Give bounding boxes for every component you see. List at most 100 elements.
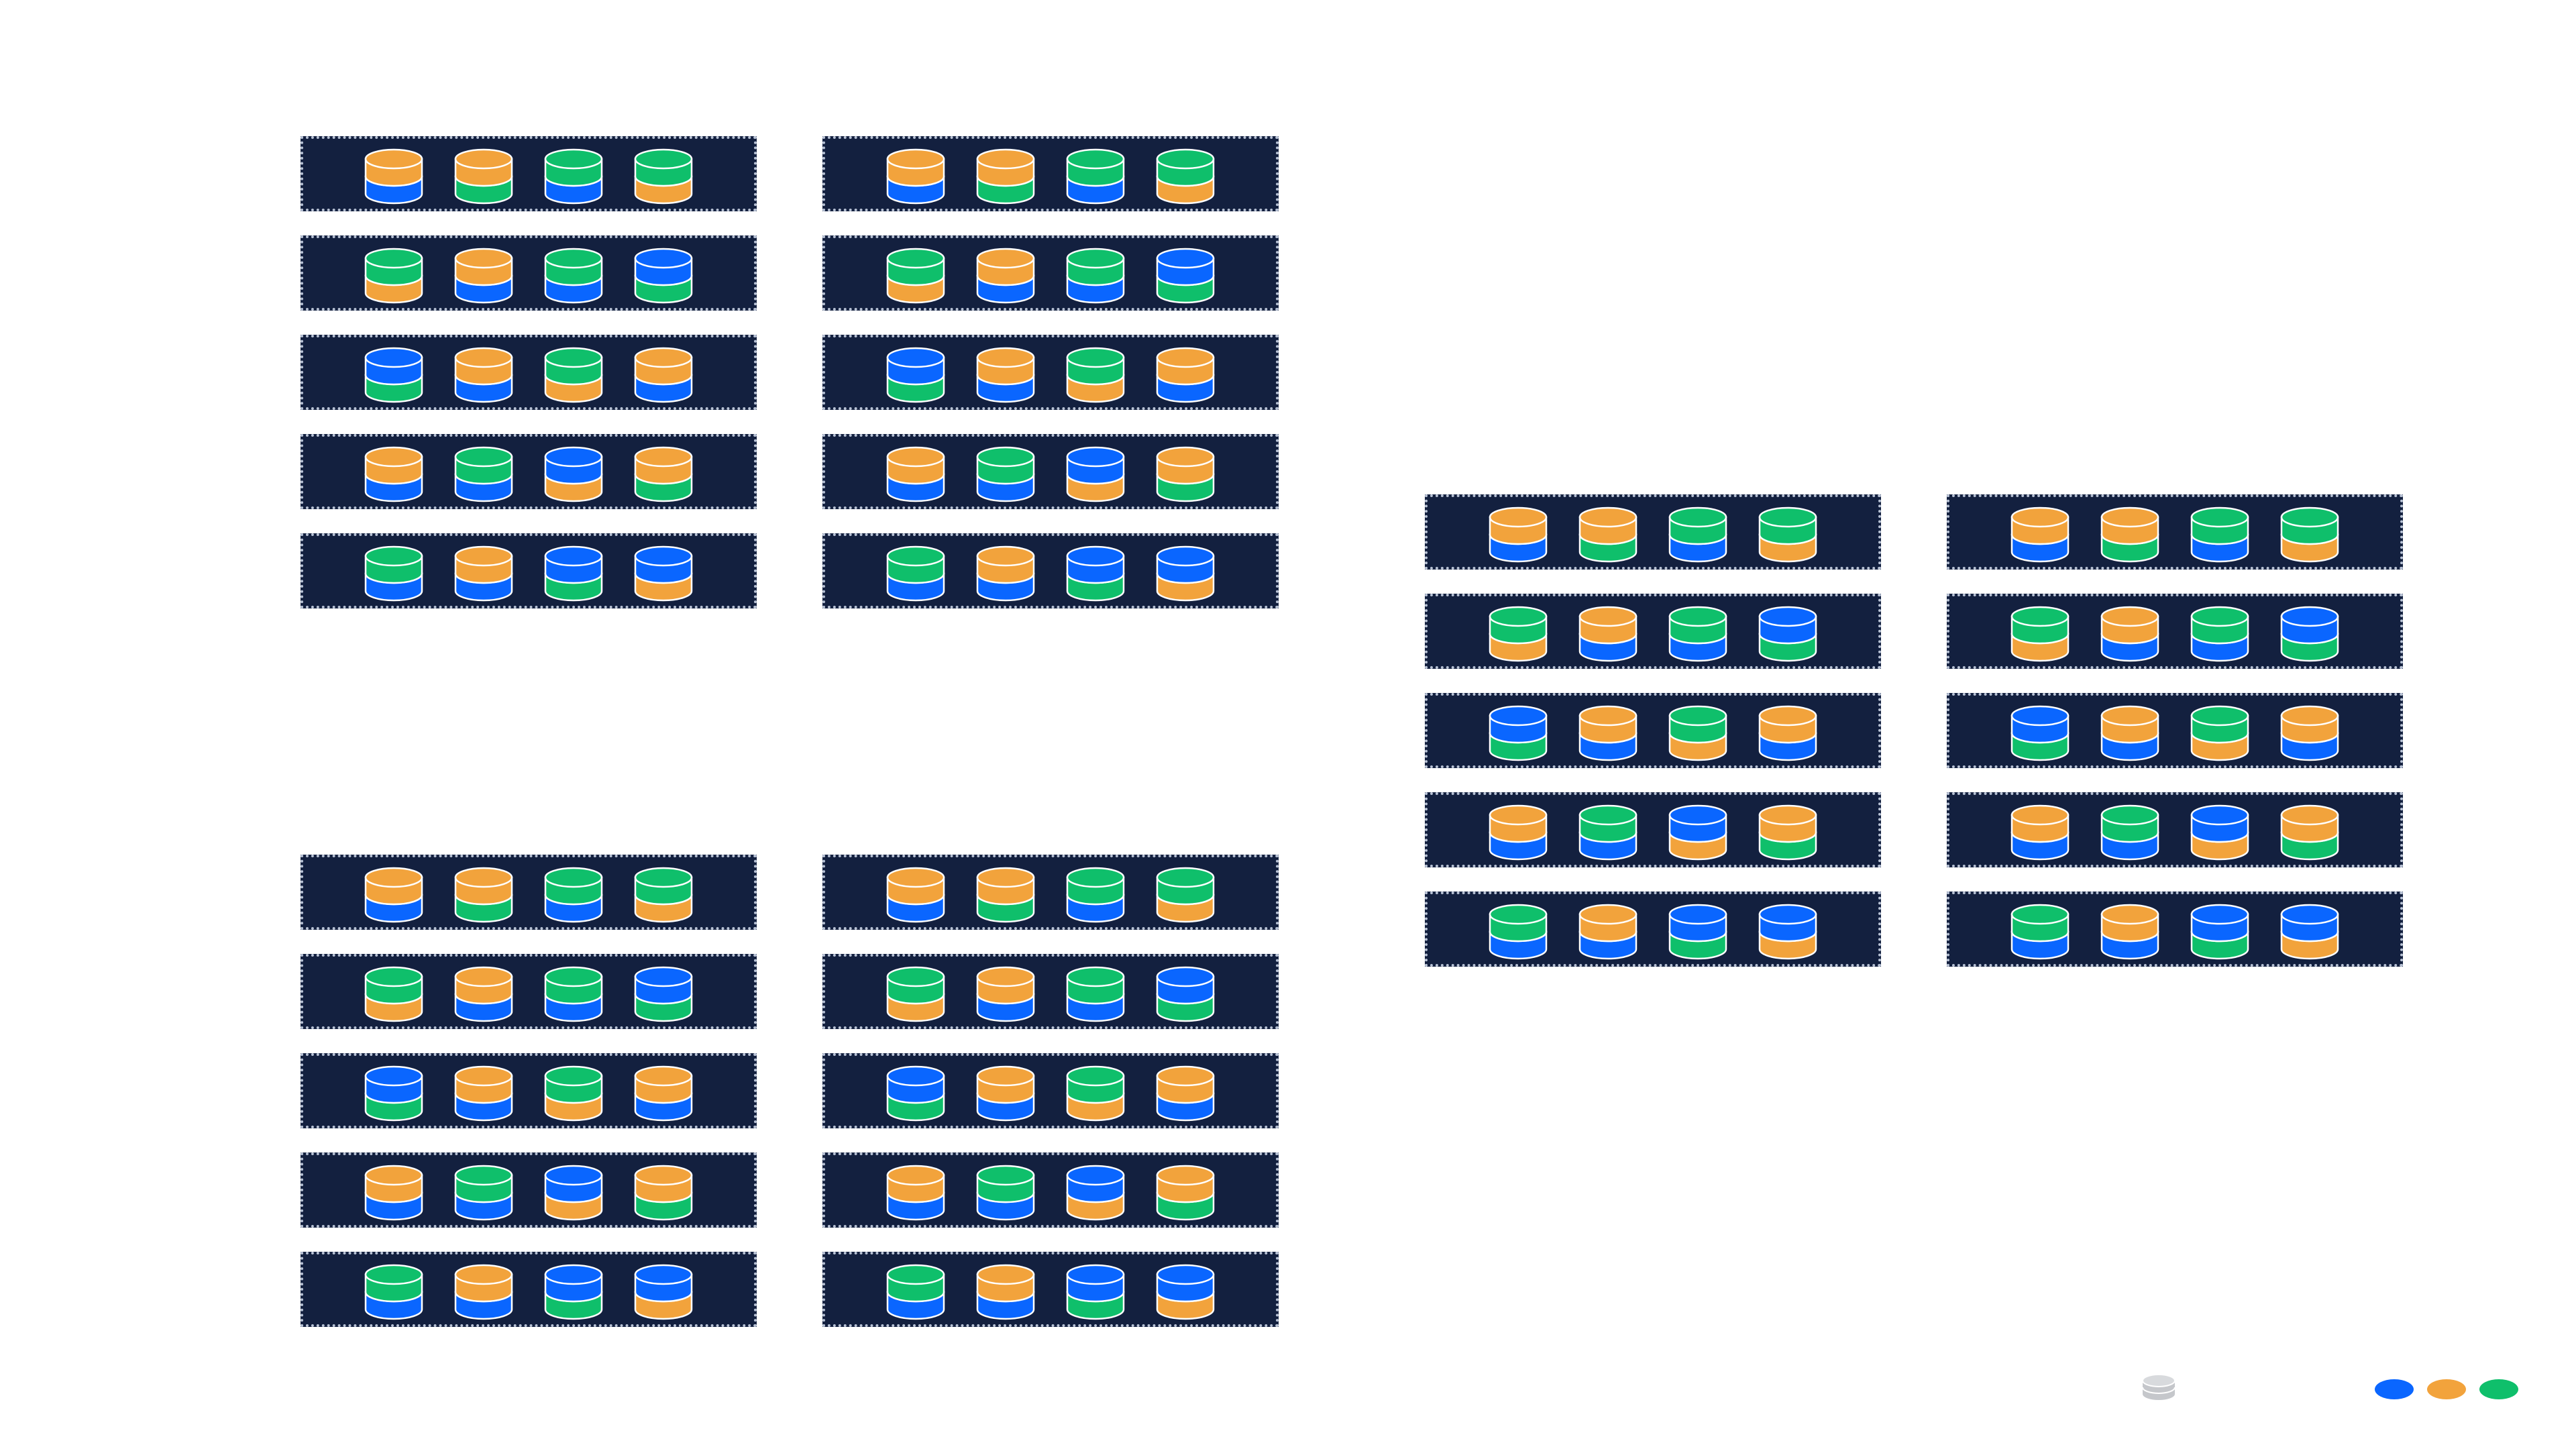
database-icon [453, 246, 514, 305]
server-unit [822, 855, 1279, 930]
database-icon [1668, 902, 1728, 961]
server-unit [301, 136, 757, 211]
database-icon [453, 1064, 514, 1123]
database-icon [2279, 604, 2340, 663]
database-icon [543, 1163, 604, 1222]
server-unit [301, 855, 757, 930]
database-icon [1488, 704, 1548, 763]
database-icon [2190, 902, 2250, 961]
server-unit [301, 533, 757, 608]
database-icon [1488, 604, 1548, 663]
database-icon [2279, 704, 2340, 763]
server-unit [822, 1252, 1279, 1327]
database-icon [453, 1163, 514, 1222]
database-icon [364, 865, 424, 924]
database-icon [975, 544, 1036, 603]
database-icon [885, 865, 946, 924]
database-icon [633, 345, 694, 405]
database-icon [885, 246, 946, 305]
database-icon [1155, 246, 1216, 305]
database-icon [1668, 803, 1728, 862]
database-icon [975, 147, 1036, 206]
database-icon [1065, 345, 1126, 405]
database-icon [364, 246, 424, 305]
database-icon [975, 1263, 1036, 1322]
server-unit [822, 136, 1279, 211]
server-unit [1425, 892, 1881, 967]
database-icon [975, 1064, 1036, 1123]
database-icon [1155, 147, 1216, 206]
rack [301, 136, 1279, 608]
database-icon [633, 544, 694, 603]
database-icon [1155, 965, 1216, 1024]
database-icon [2279, 505, 2340, 564]
database-icon [633, 865, 694, 924]
database-icon [885, 147, 946, 206]
database-icon [364, 445, 424, 504]
database-icon [2010, 604, 2070, 663]
database-icon [453, 445, 514, 504]
database-icon [2100, 704, 2160, 763]
database-icon [543, 1263, 604, 1322]
database-icon [1488, 803, 1548, 862]
database-icon [1758, 505, 1818, 564]
server-unit [822, 533, 1279, 608]
database-icon [1155, 1263, 1216, 1322]
database-icon [1668, 704, 1728, 763]
database-icon [364, 345, 424, 405]
database-icon [885, 445, 946, 504]
database-icon [2100, 902, 2160, 961]
database-icon [543, 865, 604, 924]
database-icon [543, 544, 604, 603]
database-icon [364, 1064, 424, 1123]
database-icon [543, 246, 604, 305]
database-icon [2010, 803, 2070, 862]
database-icon [885, 345, 946, 405]
server-unit [1947, 594, 2403, 669]
database-icon [633, 1064, 694, 1123]
database-icon [2010, 505, 2070, 564]
database-icon [975, 865, 1036, 924]
database-icon [633, 147, 694, 206]
database-icon [975, 345, 1036, 405]
database-icon [1065, 865, 1126, 924]
database-icon [453, 865, 514, 924]
server-unit [1947, 494, 2403, 570]
database-icon [453, 345, 514, 405]
database-icon [1578, 604, 1638, 663]
server-unit [1947, 892, 2403, 967]
server-unit [1425, 693, 1881, 768]
server-unit [301, 434, 757, 509]
database-icon [453, 147, 514, 206]
database-icon [1758, 704, 1818, 763]
database-icon [1488, 505, 1548, 564]
database-icon [1065, 445, 1126, 504]
server-unit [822, 335, 1279, 410]
database-icon [2140, 1371, 2178, 1403]
legend-dot-green [2479, 1379, 2518, 1399]
database-icon [1758, 902, 1818, 961]
database-icon [1065, 246, 1126, 305]
database-icon [975, 1163, 1036, 1222]
server-unit [822, 954, 1279, 1029]
database-icon [364, 544, 424, 603]
database-icon [1578, 704, 1638, 763]
database-icon [1065, 544, 1126, 603]
database-icon [1578, 505, 1638, 564]
database-icon [2190, 803, 2250, 862]
database-icon [543, 345, 604, 405]
database-icon [1758, 803, 1818, 862]
legend-dot-orange [2427, 1379, 2466, 1399]
server-unit [1947, 693, 2403, 768]
server-unit [822, 235, 1279, 311]
server-unit [301, 335, 757, 410]
database-icon [975, 445, 1036, 504]
database-icon [364, 965, 424, 1024]
database-icon [453, 1263, 514, 1322]
database-icon [1155, 865, 1216, 924]
server-unit [301, 235, 757, 311]
database-icon [2100, 803, 2160, 862]
rack [301, 855, 1279, 1327]
database-icon [1578, 902, 1638, 961]
server-unit [822, 1152, 1279, 1228]
